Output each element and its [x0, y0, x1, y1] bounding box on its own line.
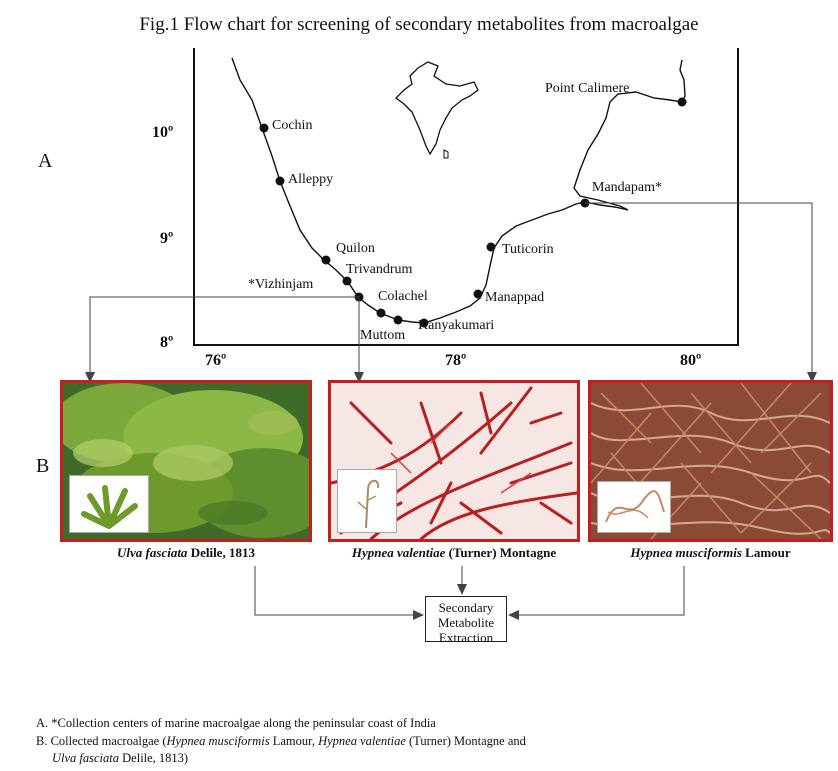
place-muttom: Muttom [360, 328, 405, 344]
place-colachel: Colachel [378, 289, 428, 305]
lon-tick-78: 78º [445, 352, 466, 370]
place-trivandrum: Trivandrum [346, 262, 412, 278]
connector-musciformis-extraction [516, 566, 684, 615]
note-a: A. *Collection centers of marine macroal… [36, 716, 436, 731]
hypnea-musciformis-inset [597, 481, 671, 533]
caption-hypnea-musciformis: Hypnea musciformis Lamour [588, 545, 833, 561]
lon-tick-80: 80º [680, 352, 701, 370]
place-cochin: Cochin [272, 118, 312, 134]
lon-tick-76: 76º [205, 352, 226, 370]
sri-lanka-outline [444, 150, 448, 158]
photo-hypnea-musciformis [588, 380, 833, 542]
place-kanyakumari: Kanyakumari [418, 318, 494, 334]
lat-tick-8: 8º [160, 334, 173, 352]
ulva-inset [69, 475, 149, 533]
place-tuticorin: Tuticorin [502, 242, 554, 258]
place-mandapam: Mandapam* [592, 180, 662, 196]
india-outline [396, 62, 478, 154]
connector-ulva-extraction [255, 566, 416, 615]
caption-hypnea-valentiae: Hypnea valentiae (Turner) Montagne [318, 545, 590, 561]
lat-tick-9: 9º [160, 230, 173, 248]
photo-hypnea-valentiae [328, 380, 580, 542]
hypnea-valentiae-inset [337, 469, 397, 533]
connector-mandapam-right [585, 203, 812, 376]
photo-ulva-fasciata [60, 380, 312, 542]
place-vizhinjam: *Vizhinjam [248, 277, 313, 293]
place-manappad: Manappad [485, 290, 544, 306]
place-point-calimere: Point Calimere [545, 81, 629, 97]
caption-ulva: Ulva fasciata Delile, 1813 [60, 545, 312, 561]
extraction-line-2: Metabolite [428, 615, 504, 630]
extraction-line-1: Secondary [428, 600, 504, 615]
place-alleppy: Alleppy [288, 172, 333, 188]
note-b-line2: Ulva fasciata Delile, 1813) [52, 751, 188, 766]
lat-tick-10: 10º [152, 124, 173, 142]
extraction-line-3: Extraction [428, 630, 504, 645]
place-quilon: Quilon [336, 241, 375, 257]
note-b-line1: B. Collected macroalgae (Hypnea muscifor… [36, 734, 526, 749]
extraction-box: Secondary Metabolite Extraction [425, 596, 507, 642]
